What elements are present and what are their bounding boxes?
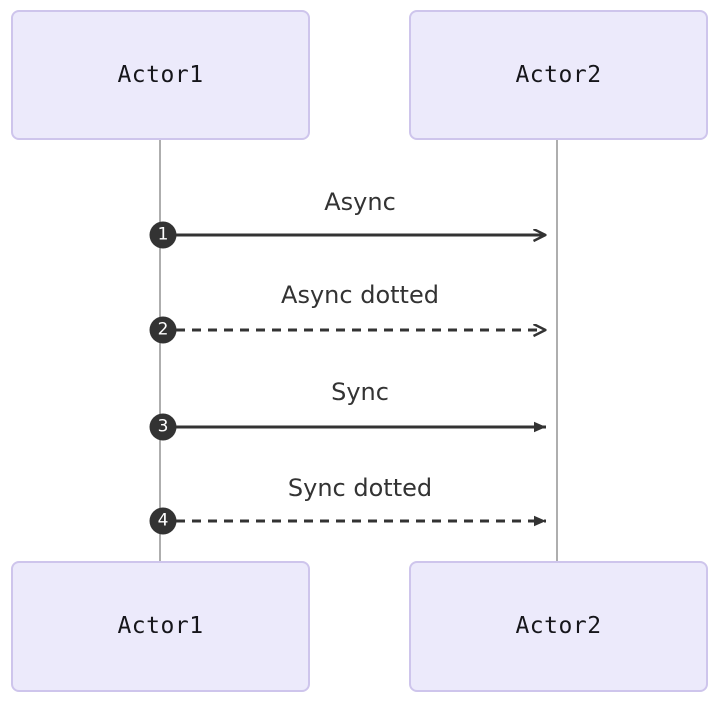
sequence-badge-4[interactable]: 4 xyxy=(149,507,177,535)
message-arrow-group xyxy=(160,235,546,527)
message-label-2: Async dotted xyxy=(281,281,439,309)
actor-label-actor1-bottom: Actor1 xyxy=(117,613,204,639)
actor-box-actor1-bottom[interactable]: Actor1 xyxy=(11,561,310,692)
sequence-badge-3[interactable]: 3 xyxy=(149,413,177,441)
actor-box-actor1-top[interactable]: Actor1 xyxy=(11,10,310,140)
actor-box-actor2-top[interactable]: Actor2 xyxy=(409,10,708,140)
message-label-3: Sync xyxy=(331,378,389,406)
actor-label-actor1-top: Actor1 xyxy=(117,61,204,88)
actor-label-actor2-bottom: Actor2 xyxy=(515,613,602,639)
message-label-1: Async xyxy=(324,188,396,216)
lifeline-group xyxy=(159,140,558,561)
sequence-badge-2[interactable]: 2 xyxy=(149,316,177,344)
message-label-4: Sync dotted xyxy=(287,474,433,502)
sequence-badge-1[interactable]: 1 xyxy=(149,221,177,249)
actor-label-actor2-top: Actor2 xyxy=(515,61,602,88)
actor-box-actor2-bottom[interactable]: Actor2 xyxy=(409,561,708,692)
